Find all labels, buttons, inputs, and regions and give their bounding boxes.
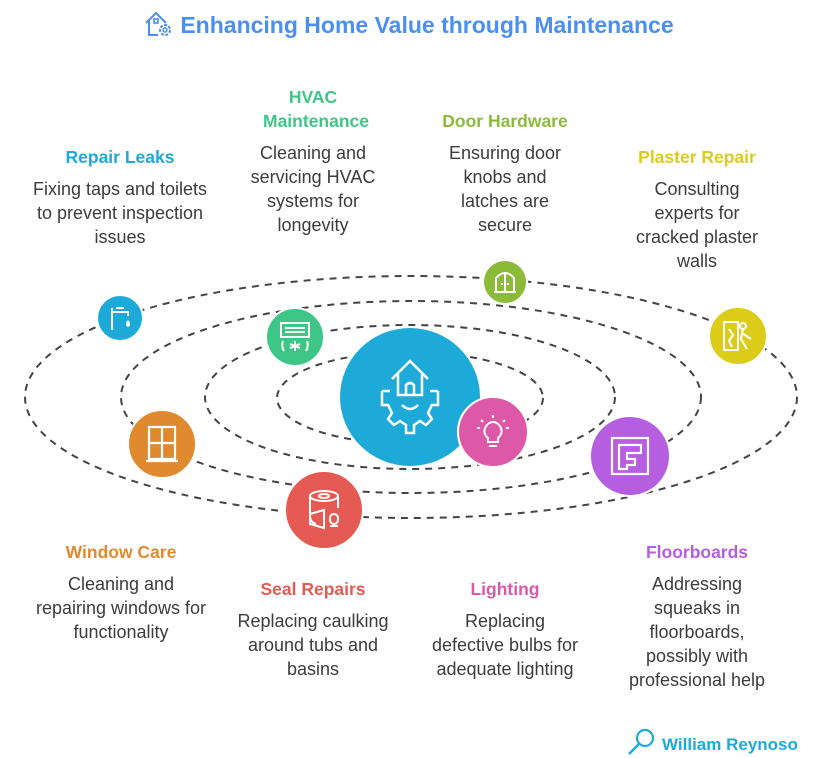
item-lighting: Lighting Replacing defective bulbs for a… — [405, 577, 605, 681]
orbit-ring-2 — [204, 324, 616, 470]
caulk-tape-icon — [284, 470, 364, 550]
item-heading: Floorboards — [645, 542, 749, 562]
item-heading: Door Hardware — [442, 111, 568, 131]
faucet-icon — [96, 294, 144, 342]
author-name: William Reynoso — [662, 735, 798, 754]
item-heading: Window Care — [65, 542, 177, 562]
window-icon — [127, 409, 197, 479]
plaster-wall-repair-icon — [708, 306, 768, 366]
item-description: Cleaning and servicing HVAC systems for … — [250, 143, 376, 235]
title-text: Enhancing Home Value through Maintenance — [180, 12, 674, 38]
orbit-ring-3 — [120, 300, 702, 494]
door-icon — [482, 259, 528, 305]
magnifier-icon — [628, 728, 655, 755]
item-description: Consulting experts for cracked plaster w… — [635, 179, 759, 271]
item-description: Fixing taps and toilets to prevent inspe… — [32, 179, 208, 247]
item-description: Replacing defective bulbs for adequate l… — [431, 611, 579, 679]
item-heading: Seal Repairs — [260, 579, 366, 599]
air-conditioner-icon — [265, 307, 325, 367]
center-home-gear-icon — [338, 326, 482, 468]
item-floorboards: Floorboards Addressing squeaks in floorb… — [597, 540, 797, 692]
item-heading: HVAC Maintenance — [263, 87, 369, 131]
home-gear-icon — [145, 11, 172, 36]
title: Enhancing Home Value through Maintenance — [0, 10, 818, 39]
item-plaster-repair: Plaster Repair Consulting experts for cr… — [597, 145, 797, 273]
light-bulb-icon — [457, 396, 529, 468]
item-heading: Lighting — [470, 579, 540, 599]
item-description: Replacing caulking around tubs and basin… — [237, 611, 389, 679]
item-seal-repairs: Seal Repairs Replacing caulking around t… — [213, 577, 413, 681]
item-description: Ensuring door knobs and latches are secu… — [448, 143, 562, 235]
item-window-care: Window Care Cleaning and repairing windo… — [21, 540, 221, 644]
item-hvac-maintenance: HVAC Maintenance Cleaning and servicing … — [213, 85, 413, 237]
item-door-hardware: Door Hardware Ensuring door knobs and la… — [405, 109, 605, 237]
item-heading: Repair Leaks — [65, 147, 175, 167]
item-repair-leaks: Repair Leaks Fixing taps and toilets to … — [20, 145, 220, 249]
author-credit: William Reynoso — [626, 728, 798, 756]
item-description: Addressing squeaks in floorboards, possi… — [628, 574, 766, 690]
item-heading: Plaster Repair — [638, 147, 756, 167]
item-description: Cleaning and repairing windows for funct… — [35, 574, 207, 642]
floorboard-icon — [589, 415, 671, 497]
orbit-ring-4 — [24, 275, 798, 519]
